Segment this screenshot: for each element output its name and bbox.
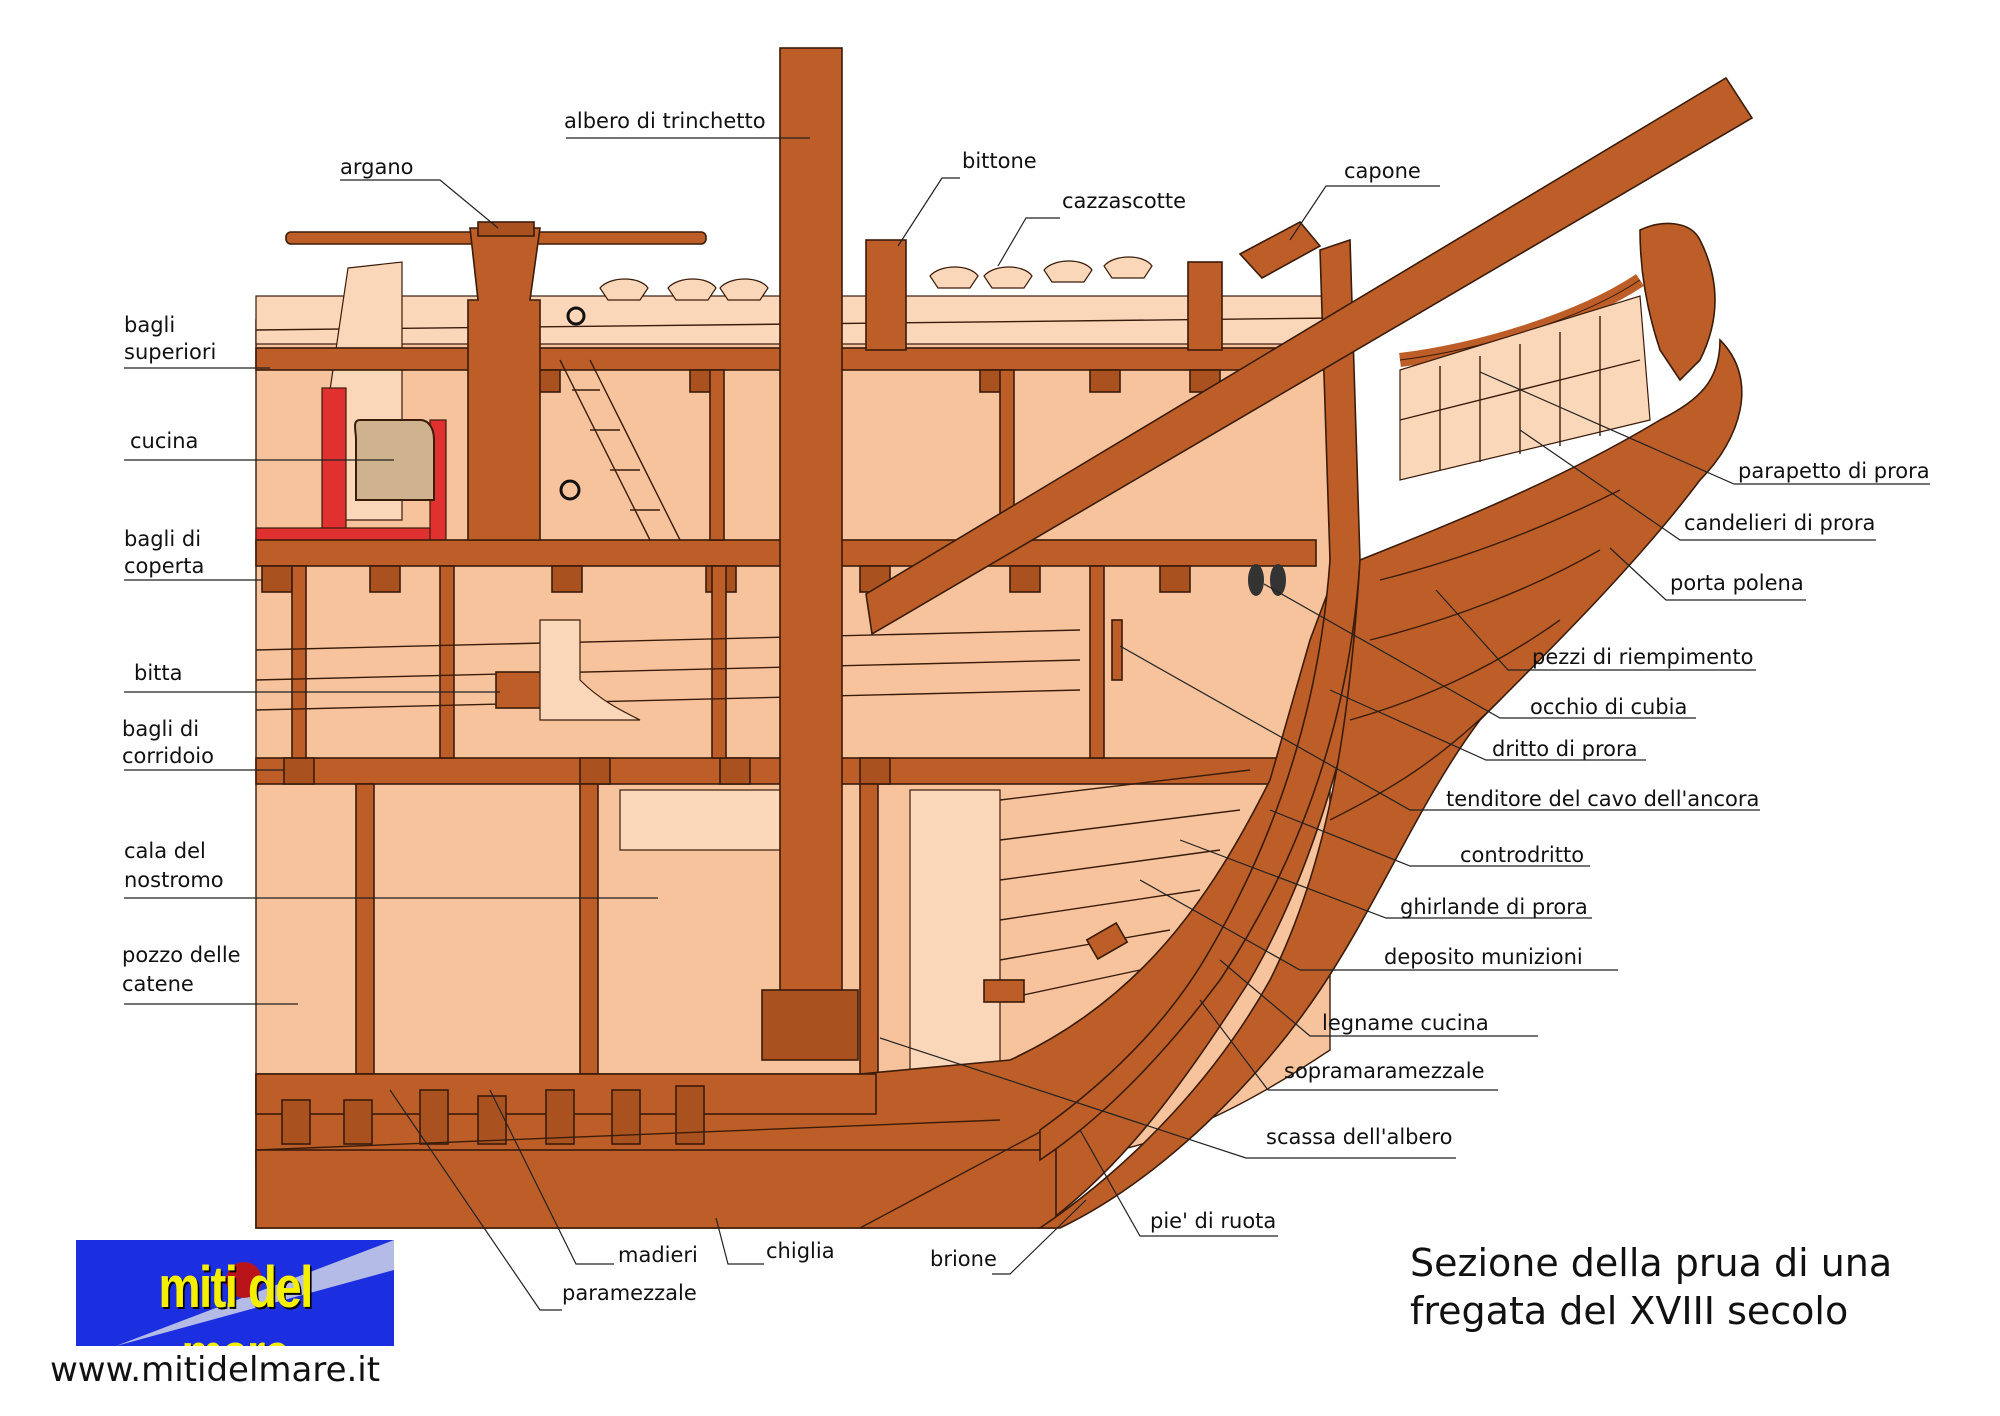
bitt-standard	[539, 619, 641, 721]
label-bittone: bittone	[962, 149, 1037, 173]
labels: albero di trinchetto argano bittone cazz…	[122, 109, 1930, 1305]
website-url: www.mitidelmare.it	[50, 1350, 381, 1390]
label-cucina: cucina	[130, 429, 198, 453]
label-occhio-di-cubia: occhio di cubia	[1530, 695, 1687, 719]
label-capone: capone	[1344, 159, 1421, 183]
galley-brick-left	[321, 387, 347, 549]
stanchions	[291, 369, 1105, 1075]
logo-text: miti del mare	[158, 1255, 313, 1346]
label-paramezzale: paramezzale	[562, 1281, 697, 1305]
label-parapetto-di-prora: parapetto di prora	[1738, 459, 1930, 483]
label-madieri: madieri	[618, 1243, 698, 1267]
madieri-blocks	[281, 1085, 705, 1145]
ship-illustration	[255, 47, 1754, 1229]
bowsprit	[865, 76, 1754, 636]
label-dritto-di-prora: dritto di prora	[1492, 737, 1637, 761]
logo: miti del mare	[76, 1240, 394, 1346]
label-chiglia: chiglia	[766, 1239, 835, 1263]
label-porta-polena: porta polena	[1670, 571, 1804, 595]
label-sopramaramezzale: sopramaramezzale	[1284, 1059, 1485, 1083]
cazzascotte-cleats	[599, 256, 1153, 301]
cutwater	[1037, 338, 1743, 1229]
galley-stove	[354, 419, 435, 501]
capstan	[467, 227, 541, 541]
hawse-hole-1	[1248, 564, 1264, 596]
diagram-title: Sezione della prua di una fregata del XV…	[1410, 1241, 1904, 1333]
leader-lines	[124, 137, 1930, 1311]
ring-upper	[566, 306, 586, 326]
ring-lower	[559, 479, 581, 501]
label-pie-di-ruota: pie' di ruota	[1150, 1209, 1276, 1233]
label-pezzi-di-riempimento: pezzi di riempimento	[1532, 645, 1753, 669]
label-controdritto: controdritto	[1460, 843, 1584, 867]
bittone	[865, 239, 907, 351]
timber-block	[983, 979, 1025, 1003]
label-albero-di-trinchetto: albero di trinchetto	[564, 109, 766, 133]
logo-sail-icon	[116, 1240, 394, 1346]
rail-post	[1187, 261, 1223, 351]
label-argano: argano	[340, 155, 414, 179]
label-scassa-dell-albero: scassa dell'albero	[1266, 1125, 1452, 1149]
hawse-hole-2	[1270, 564, 1286, 596]
label-candelieri-di-prora: candelieri di prora	[1684, 511, 1875, 535]
anchor-cable-tensioner	[1111, 619, 1123, 681]
label-bitta: bitta	[134, 661, 183, 685]
label-deposito-munizioni: deposito munizioni	[1384, 945, 1583, 969]
label-legname-cucina: legname cucina	[1322, 1011, 1489, 1035]
capstan-head	[477, 221, 535, 237]
cutwater-lines	[1329, 489, 1621, 821]
label-tenditore: tenditore del cavo dell'ancora	[1446, 787, 1759, 811]
label-brione: brione	[930, 1247, 997, 1271]
label-ghirlande-di-prora: ghirlande di prora	[1400, 895, 1588, 919]
orlop-deck-beam	[255, 757, 1287, 785]
cathead	[1238, 220, 1322, 280]
chiglia	[255, 1149, 1057, 1229]
fore-mast	[779, 47, 843, 1059]
ladder	[559, 359, 681, 541]
mast-step	[761, 989, 859, 1061]
figurehead	[1639, 222, 1716, 382]
label-cazzascotte: cazzascotte	[1062, 189, 1186, 213]
galley-wood	[1085, 921, 1129, 961]
head-rails	[1399, 274, 1651, 481]
